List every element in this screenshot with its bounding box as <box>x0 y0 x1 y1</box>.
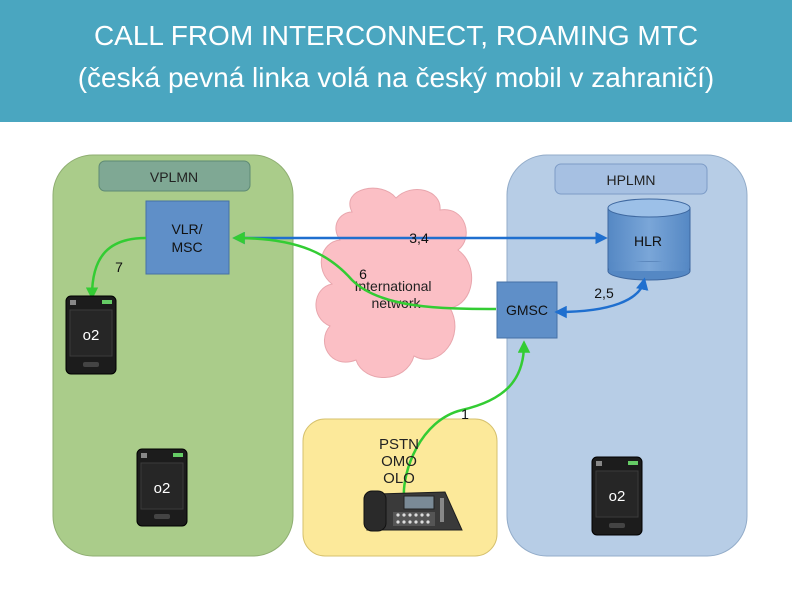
pstn-label-line3: OLO <box>383 470 415 487</box>
mobile-phone-icon <box>65 295 117 375</box>
vlr-msc-label-line1: VLR/ <box>171 221 202 237</box>
vplmn-label-box <box>98 160 251 192</box>
network-label-line1: International <box>354 278 431 294</box>
gmsc-label: GMSC <box>506 302 548 318</box>
hplmn-label-box <box>554 163 708 195</box>
phone-brand-label: o2 <box>154 480 171 497</box>
pstn-label-line1: PSTN <box>379 436 419 453</box>
pstn-label-line2: OMO <box>381 453 417 470</box>
slide-title: CALL FROM INTERCONNECT, ROAMING MTC <box>93 20 699 51</box>
edge-pstn-gmsc <box>402 340 531 499</box>
mobile-phone-icon <box>591 456 643 536</box>
edge-label-3-4: 3,4 <box>409 230 429 246</box>
vlr-msc-label-line2: MSC <box>171 239 202 255</box>
hplmn-label: HPLMN <box>606 172 655 188</box>
vplmn-label: VPLMN <box>150 169 198 185</box>
mobile-phone-icon <box>136 448 188 527</box>
phone-brand-label: o2 <box>83 327 100 344</box>
edge-gmsc-vlr <box>232 231 497 311</box>
edge-label-2-5: 2,5 <box>594 285 614 301</box>
slide-subtitle: (česká pevná linka volá na český mobil v… <box>77 62 715 93</box>
vplmn-region <box>52 154 294 557</box>
vlr-msc-node <box>145 200 230 275</box>
edge-label-7: 7 <box>115 259 123 275</box>
edge-label-1: 1 <box>461 406 469 422</box>
edge-label-6: 6 <box>359 266 367 282</box>
edge-gmsc-hlr <box>554 277 649 319</box>
hlr-database <box>607 198 691 281</box>
title-banner: CALL FROM INTERCONNECT, ROAMING MTC (čes… <box>0 0 792 122</box>
desk-phone-icon <box>363 490 463 532</box>
edge-vlr-phone <box>85 236 147 300</box>
phone-brand-label: o2 <box>609 488 626 505</box>
hlr-label: HLR <box>634 233 662 249</box>
gmsc-node <box>496 281 558 339</box>
